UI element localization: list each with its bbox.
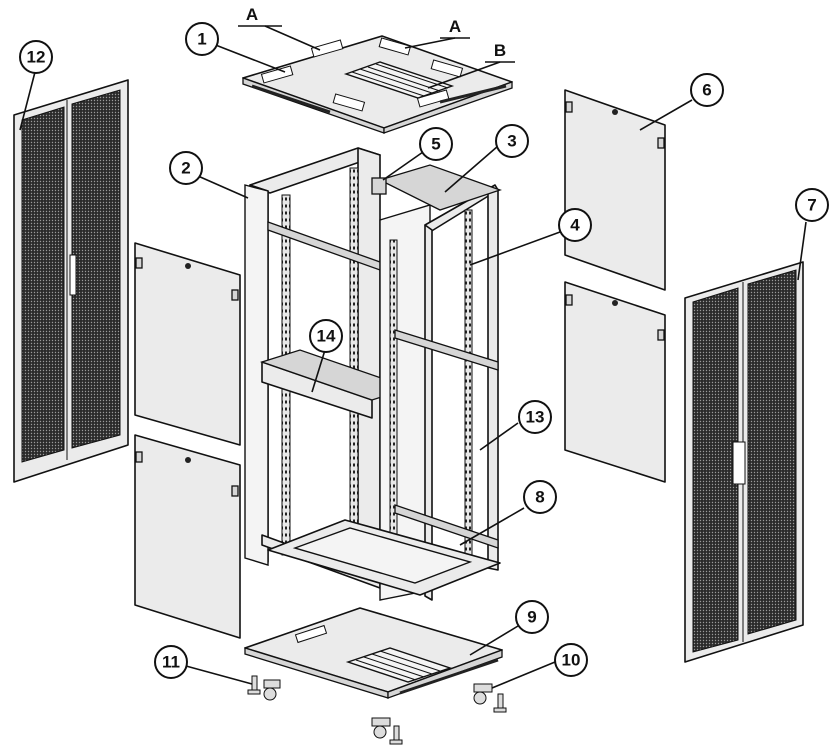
top-cover	[242, 35, 513, 134]
caster-center	[371, 717, 391, 739]
callout-8-label: 8	[535, 488, 544, 507]
leveling-foot-left	[247, 675, 261, 695]
callout-9-label: 9	[527, 608, 536, 627]
callout-2-label: 2	[181, 159, 190, 178]
left-perforated-door	[13, 79, 129, 483]
right-perforated-door	[684, 261, 804, 663]
callout-2: 2	[169, 151, 203, 185]
callout-14-label: 14	[317, 327, 336, 346]
door-handle	[732, 441, 746, 485]
callout-13: 13	[518, 400, 552, 434]
callout-1: 1	[185, 22, 219, 56]
callout-6-label: 6	[702, 81, 711, 100]
leveling-foot-center	[389, 725, 403, 745]
callout-12-label: 12	[27, 48, 46, 67]
callout-10-label: 10	[562, 651, 581, 670]
callout-9: 9	[515, 600, 549, 634]
left-side-panel-upper	[134, 242, 241, 446]
bottom-plate	[244, 607, 503, 699]
caster-right	[473, 683, 493, 705]
callout-7: 7	[795, 188, 829, 222]
callout-14: 14	[309, 319, 343, 353]
letter-label-a-left: A	[246, 5, 258, 24]
door-handle	[69, 254, 77, 296]
callout-4: 4	[558, 208, 592, 242]
callout-3: 3	[495, 124, 529, 158]
callout-1-label: 1	[197, 30, 206, 49]
leveling-foot-right	[493, 693, 507, 713]
callout-13-label: 13	[526, 408, 545, 427]
callout-8: 8	[523, 480, 557, 514]
callout-12: 12	[19, 40, 53, 74]
callout-5: 5	[419, 127, 453, 161]
leader-lines	[19, 25, 807, 689]
letter-label-b: B	[494, 41, 506, 60]
right-side-panel-lower	[564, 281, 666, 483]
right-side-panel-upper	[564, 89, 666, 291]
callout-6: 6	[690, 73, 724, 107]
callout-11: 11	[154, 645, 188, 679]
callout-7-label: 7	[807, 196, 816, 215]
caster-left	[263, 679, 281, 701]
callout-11-label: 11	[162, 653, 180, 672]
letter-label-a-right: A	[449, 17, 461, 36]
callout-4-label: 4	[570, 216, 580, 235]
left-side-panel-lower	[134, 434, 241, 639]
callout-10: 10	[554, 643, 588, 677]
rack-frame	[244, 147, 502, 601]
callout-3-label: 3	[507, 132, 516, 151]
callout-5-label: 5	[431, 135, 440, 154]
